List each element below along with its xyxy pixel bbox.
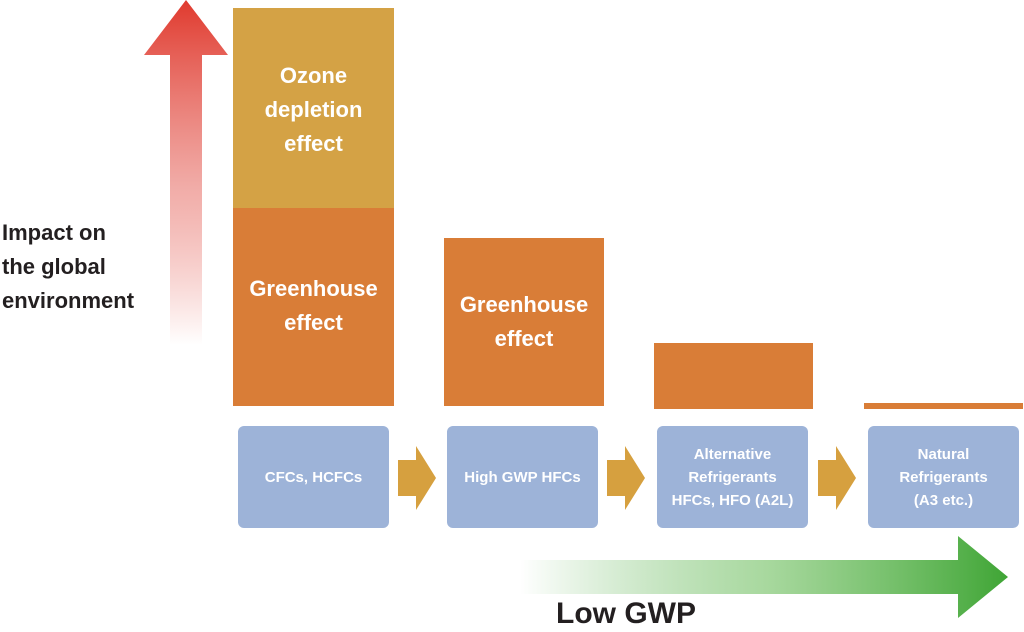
low-gwp-right-arrow-icon	[520, 536, 1008, 618]
bar-1-greenhouse-label: Greenhouse effect	[249, 276, 378, 335]
bar-1-greenhouse-segment: Greenhouse effect	[233, 208, 394, 406]
y-axis-label: Impact on the global environment	[2, 220, 135, 313]
bar-1-ozone-segment: Ozone depletion effect	[233, 8, 394, 208]
bar-2-greenhouse-segment: Greenhouse effect	[444, 238, 604, 406]
step-arrow-icon	[398, 446, 436, 510]
bar-1-ozone-label: Ozone depletion effect	[264, 63, 363, 156]
bar-3-greenhouse-segment	[654, 343, 813, 409]
stage-box-cfcs: CFCs, HCFCs	[238, 426, 389, 528]
stage-box-alternative-refrigerants: Alternative Refrigerants HFCs, HFO (A2L)	[657, 426, 808, 528]
stage-box-natural-refrigerants: Natural Refrigerants (A3 etc.)	[868, 426, 1019, 528]
x-axis-label: Low GWP	[556, 597, 696, 630]
impact-up-arrow-icon	[144, 0, 228, 345]
step-arrow-icon	[607, 446, 645, 510]
bar-2-greenhouse-label: Greenhouse effect	[459, 292, 589, 351]
stage-box-high-gwp-hfcs: High GWP HFCs	[447, 426, 598, 528]
step-arrow-icon	[818, 446, 856, 510]
bar-4-greenhouse-segment	[864, 403, 1023, 409]
